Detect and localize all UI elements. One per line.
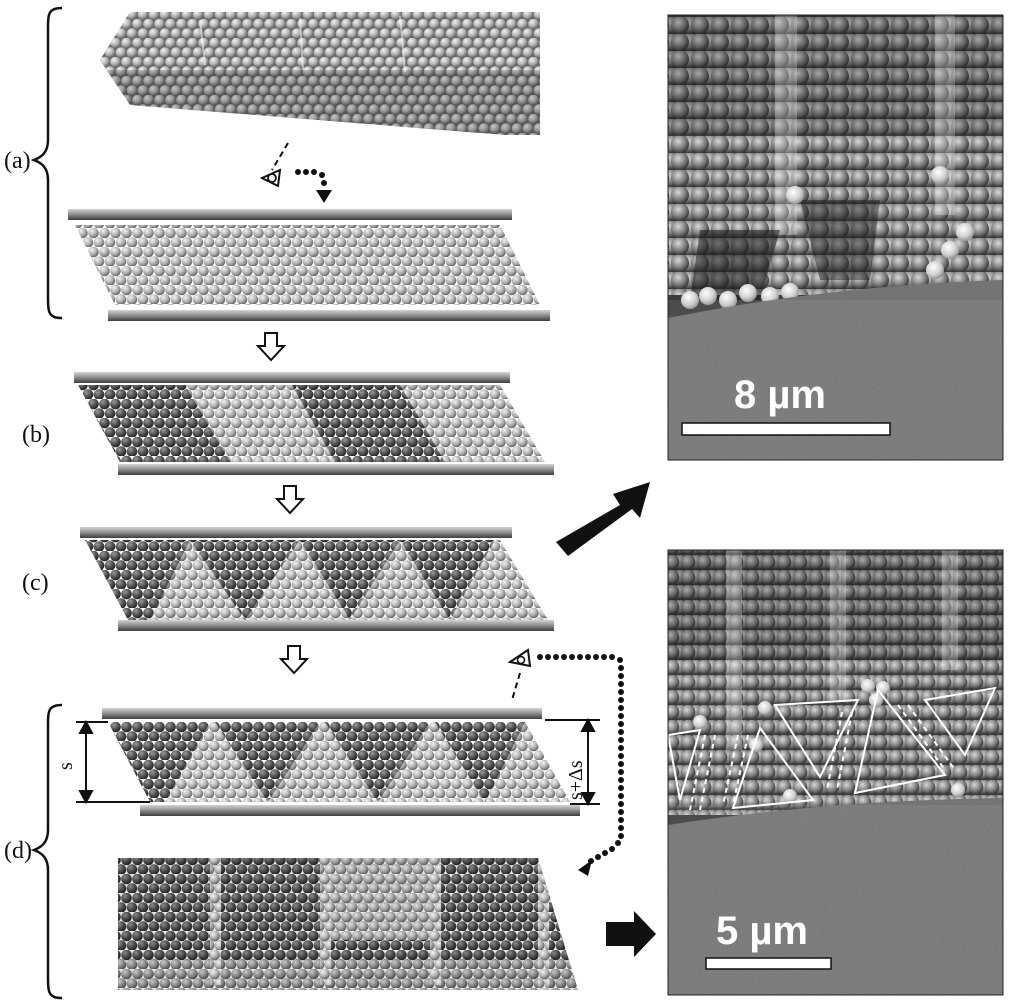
monolayer-a: [75, 225, 540, 305]
plate-top-d: [102, 708, 542, 719]
monolayer-c: [85, 540, 548, 620]
plate-top-a: [68, 209, 512, 220]
down-arrow-icon: [274, 485, 306, 515]
crystal-3d-d: [118, 858, 578, 990]
sem-micrograph-bottom: 5 µm: [668, 550, 1003, 995]
dotted-arrow-icon: [295, 169, 332, 203]
panel-label-d: (d): [4, 838, 32, 864]
right-arrow-icon: [606, 911, 656, 957]
plate-bottom-d: [140, 805, 580, 816]
dimension-s-delta: [545, 717, 600, 807]
right-arrow-icon: [556, 482, 650, 556]
triangle-overlays: [668, 686, 997, 811]
brace-d: [30, 703, 63, 1000]
monolayer-b: [78, 385, 545, 462]
plate-top-c: [80, 527, 512, 538]
scale-label-bottom: 5 µm: [716, 909, 808, 953]
dimension-s: [76, 719, 150, 805]
plate-bottom-c: [118, 620, 554, 631]
plate-bottom-a: [108, 310, 550, 321]
eye-icon: [259, 168, 282, 188]
eye-icon: [507, 648, 532, 668]
sight-line-a: [271, 142, 289, 171]
plate-bottom-b: [118, 464, 554, 475]
down-arrow-icon: [255, 332, 287, 362]
scale-label-top: 8 µm: [734, 373, 826, 417]
panel-label-b: (b): [22, 422, 50, 448]
panel-label-c: (c): [22, 570, 49, 596]
dimension-s-label: s: [55, 762, 77, 770]
dotted-arrow-icon: [537, 654, 624, 876]
sem-micrograph-top: 8 µm: [668, 15, 1003, 460]
down-arrow-icon: [278, 645, 310, 675]
scale-bar-top: [681, 422, 891, 436]
plate-top-b: [74, 372, 510, 383]
scale-bar-bottom: [705, 957, 832, 970]
monolayer-d: [108, 722, 570, 802]
panel-label-a: (a): [4, 148, 31, 174]
sight-line-d: [511, 672, 521, 701]
dimension-s-delta-label: s+Δs: [565, 760, 587, 800]
brace-a: [30, 6, 63, 320]
crystal-3d-a: [100, 12, 540, 135]
